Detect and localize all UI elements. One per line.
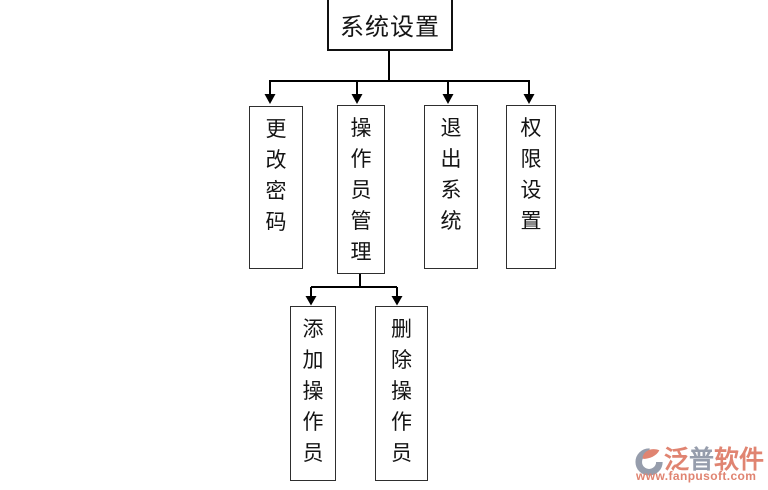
node-operator-management: 操作员管理 — [337, 105, 385, 274]
arrow-down-icon — [523, 94, 535, 104]
node-label: 系统设置 — [340, 14, 440, 41]
node-label: 操作员管理 — [350, 116, 372, 264]
node-exit-system: 退出系统 — [424, 105, 478, 269]
arrow-down-icon — [351, 94, 363, 104]
brand-url: www.fanpusoft.com — [636, 469, 757, 483]
node-label: 退出系统 — [440, 116, 462, 233]
node-delete-operator: 删除操作员 — [375, 306, 428, 481]
node-system-settings: 系统设置 — [327, 0, 453, 51]
node-add-operator: 添加操作员 — [290, 306, 336, 481]
fanpu-logo-icon — [635, 448, 663, 476]
node-permission-settings: 权限设置 — [506, 105, 556, 269]
arrow-down-icon — [264, 94, 276, 104]
arrow-down-icon — [305, 296, 317, 306]
arrow-down-icon — [391, 296, 403, 306]
node-change-password: 更改密码 — [249, 106, 303, 269]
level2-drop-lines — [310, 287, 398, 297]
brand-name: 泛普软件 — [664, 446, 765, 474]
node-label: 权限设置 — [520, 116, 542, 233]
arrow-down-icon — [442, 94, 454, 104]
node-label: 删除操作员 — [390, 317, 412, 465]
level1-drop-lines — [269, 81, 530, 95]
node-label: 更改密码 — [265, 117, 287, 234]
fanpu-watermark: 泛普软件 www.fanpusoft.com — [634, 441, 766, 485]
node-label: 添加操作员 — [302, 317, 324, 465]
